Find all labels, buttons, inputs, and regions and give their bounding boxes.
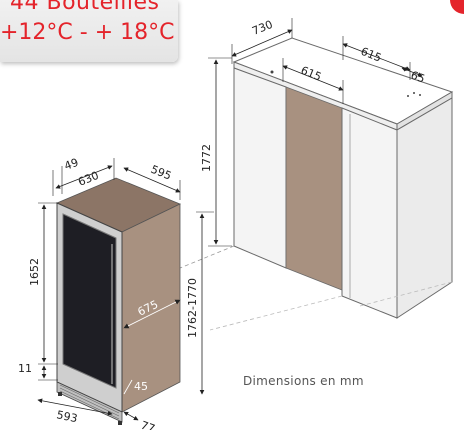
dim-niche-height: 1772 bbox=[200, 144, 213, 172]
dim-top-side-gap: 65 bbox=[409, 69, 427, 86]
dim-niche-height-range: 1762-1770 bbox=[186, 278, 199, 338]
wine-cooler bbox=[55, 177, 181, 425]
cooler-dimensions bbox=[37, 158, 181, 421]
cooler-glass bbox=[62, 213, 117, 389]
dim-unit-gap: 49 bbox=[63, 156, 81, 173]
dim-top-depth-total: 730 bbox=[250, 18, 274, 38]
units-note: Dimensions en mm bbox=[243, 374, 364, 388]
niche-back-wall bbox=[285, 86, 343, 291]
right-cabinet-side bbox=[396, 97, 453, 319]
temperature-range-label: +12°C - + 18°C bbox=[0, 20, 175, 45]
kitchen-niche bbox=[179, 37, 454, 331]
dim-unit-width-bottom: 593 bbox=[55, 408, 78, 425]
left-cabinet-front bbox=[233, 67, 287, 269]
info-banner: 44 Bouteilles +12°C - + 18°C bbox=[0, 0, 178, 62]
dim-plinth-depth: 77 bbox=[139, 419, 157, 430]
bottle-capacity-label: 44 Bouteilles bbox=[10, 0, 160, 15]
niche-dimensions bbox=[196, 18, 423, 395]
dim-foot-height: 11 bbox=[18, 362, 32, 375]
dim-door-gap: 45 bbox=[134, 380, 148, 393]
dim-unit-height: 1652 bbox=[28, 258, 41, 286]
dim-unit-width-top: 595 bbox=[149, 163, 173, 183]
